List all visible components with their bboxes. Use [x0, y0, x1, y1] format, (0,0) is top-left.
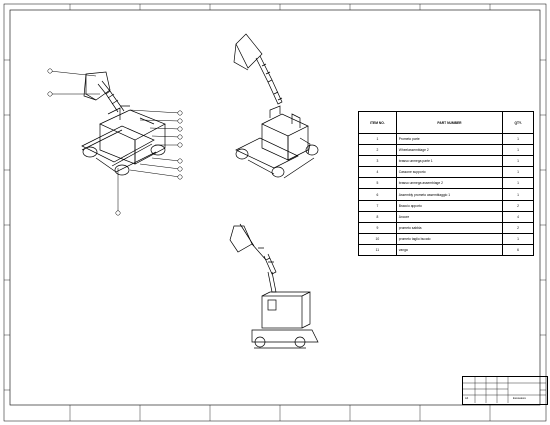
bom-part: brasso unmega parte 1: [395, 155, 504, 168]
title-block-grid: [462, 376, 546, 403]
bom-qty: 1: [502, 177, 534, 190]
bom-item: 3: [358, 155, 397, 168]
bom-qty: 1: [502, 144, 534, 157]
bom-qty: 1: [502, 166, 534, 179]
bom-item: 7: [358, 199, 397, 212]
bom-qty: 4: [502, 210, 534, 223]
bom-part: brasso unmega assemblage 2: [395, 177, 504, 190]
bom-qty: 6: [502, 243, 534, 257]
bom-item: 10: [358, 232, 397, 245]
bom-part: Assembly prometo assemblaggio 1: [395, 188, 504, 201]
bom-part: vanga: [395, 243, 504, 257]
sheet-size-label: A4: [465, 397, 469, 400]
bom-part: prometo taglio bucato: [395, 232, 504, 245]
bom-item: 6: [358, 188, 397, 201]
bom-qty: 1: [502, 188, 534, 201]
bom-qty: 2: [502, 199, 534, 212]
bom-part: Wheelassemblage 2: [395, 144, 504, 157]
bom-part: Ancore: [395, 210, 504, 223]
title-block: A4 Escavatore: [462, 376, 548, 405]
zone-ticks: [4, 4, 546, 421]
bom-header-row: ITEM NO. PART NUMBER QTY.: [358, 111, 534, 134]
bom-header-item: ITEM NO.: [358, 111, 397, 134]
bom-part: prometo sabbia: [395, 221, 504, 234]
sheet-border-inner: [9, 9, 541, 406]
side-view: [229, 223, 319, 349]
bom-qty: 2: [502, 221, 534, 234]
bom-part: Cassone supporto: [395, 166, 504, 179]
bom-qty: 1: [502, 132, 534, 146]
bom-item: 11: [358, 243, 397, 257]
sheet-border-outer: [3, 3, 547, 422]
bom-header-part: PART NUMBER: [395, 111, 504, 134]
bom-item: 2: [358, 144, 397, 157]
isometric-view: [81, 71, 166, 176]
bom-qty: 1: [502, 155, 534, 168]
bom-part: Prometo parte: [395, 132, 504, 146]
balloon-leaders: [47, 68, 183, 216]
bom-item: 9: [358, 221, 397, 234]
bom-item: 4: [358, 166, 397, 179]
bom-item: 5: [358, 177, 397, 190]
drawing-title: Escavatore: [513, 397, 526, 400]
bom-header-qty: QTY.: [502, 111, 534, 134]
rear-isometric-view: [233, 33, 319, 179]
bom-part: Braccio apporto: [395, 199, 504, 212]
bom-qty: 1: [502, 232, 534, 245]
bom-item: 1: [358, 132, 397, 146]
bom-item: 8: [358, 210, 397, 223]
